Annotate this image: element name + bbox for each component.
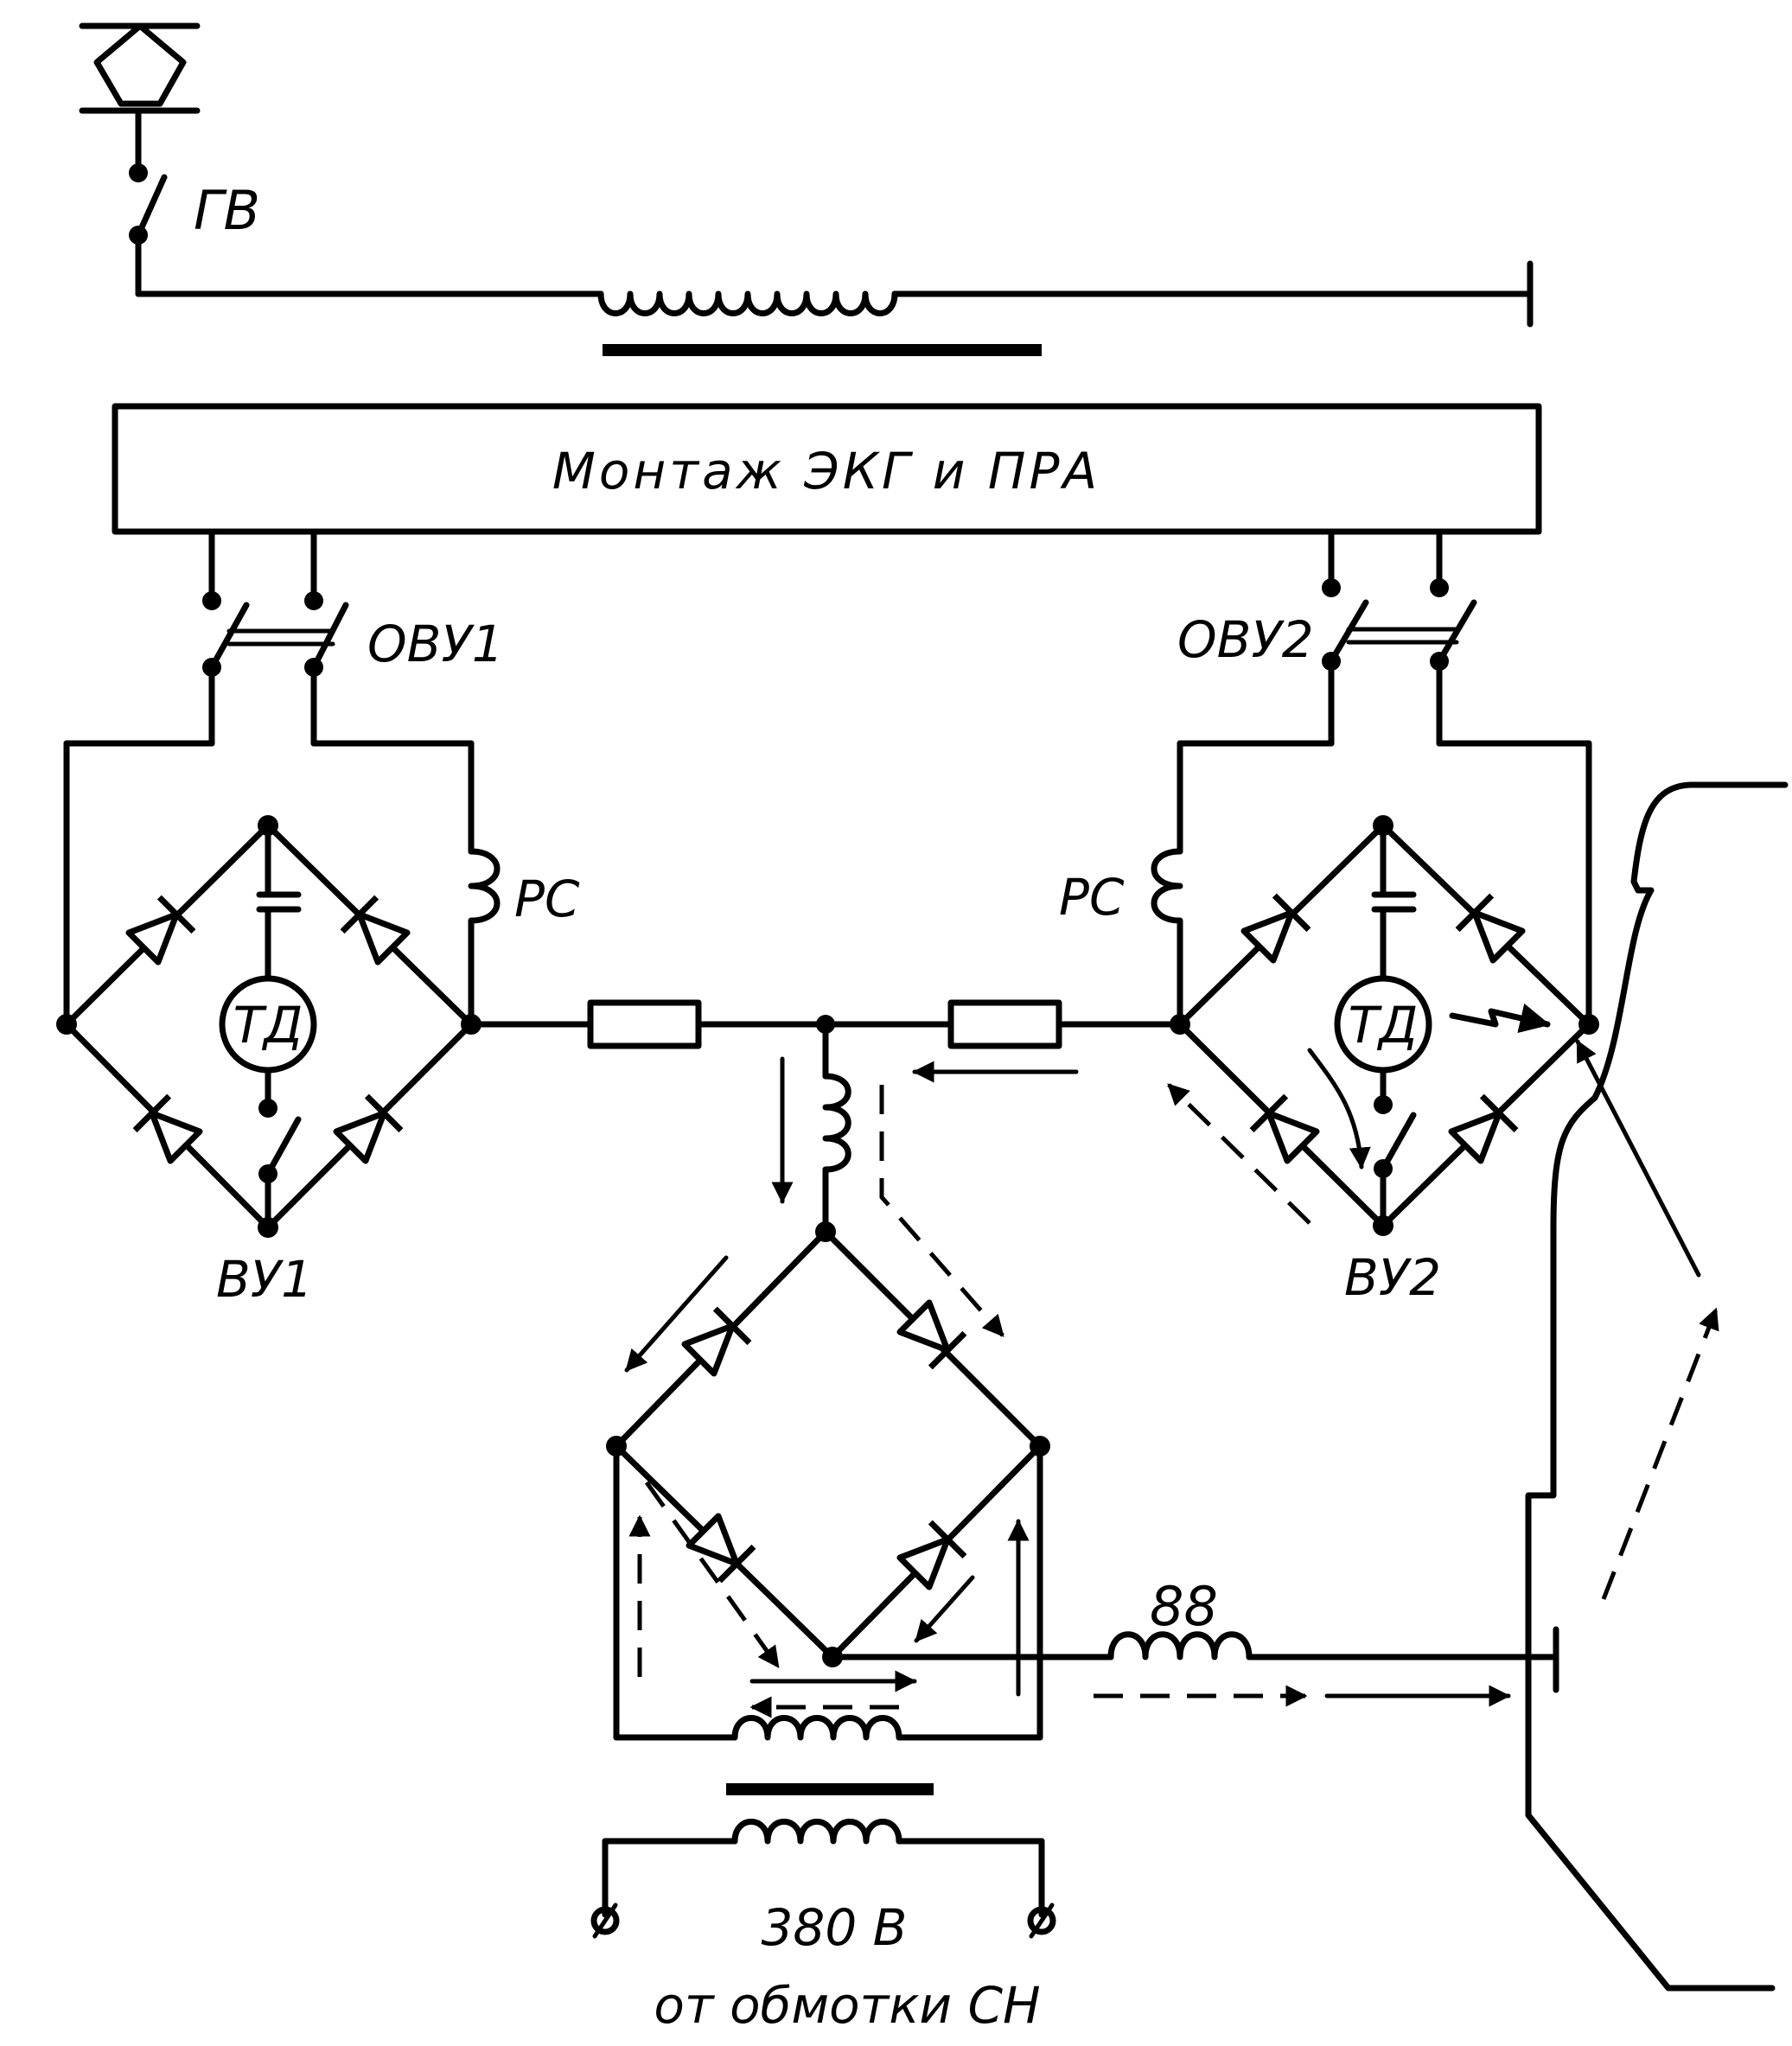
rectifier-bridge-2 [1167, 815, 1599, 1236]
supply-terminals [590, 1903, 1056, 1939]
supply-voltage-label: 380 В [762, 1898, 908, 1957]
main-switch [129, 163, 604, 297]
relay-coil-2 [1151, 848, 1183, 1028]
pantograph-icon [79, 22, 201, 172]
disconnector-2-label: ОВУ2 [1177, 610, 1314, 669]
panel-box [112, 403, 1542, 535]
disconnector-1-label: ОВУ1 [367, 615, 504, 673]
transformer-primary-winding [597, 260, 1534, 356]
rectifier-bridge-1 [56, 815, 481, 1238]
motor-1-label: ТД [233, 996, 303, 1055]
relay-coil-1 [468, 848, 501, 1028]
auxiliary-rectifier-bridge [602, 1228, 1114, 1918]
supply-source-label: от обмотки СН [654, 1976, 1040, 2035]
reactor-88 [1094, 1626, 1559, 1707]
rectifier-1-label: ВУ1 [216, 1250, 313, 1309]
relay-2-label: РС [1059, 868, 1125, 927]
center-link [468, 999, 1183, 1337]
reactor-label: 88 [1150, 1575, 1218, 1638]
disconnector-1 [63, 528, 475, 1028]
main-switch-label: ГВ [194, 179, 260, 242]
panel-label: Монтаж ЭКГ и ПРА [552, 442, 1100, 500]
motor-2-label: ТД [1349, 996, 1419, 1055]
car-body-outline [1525, 781, 1789, 1992]
rectifier-2-label: ВУ2 [1344, 1248, 1441, 1307]
disconnector-2 [1177, 528, 1592, 1028]
relay-1-label: РС [514, 870, 580, 928]
